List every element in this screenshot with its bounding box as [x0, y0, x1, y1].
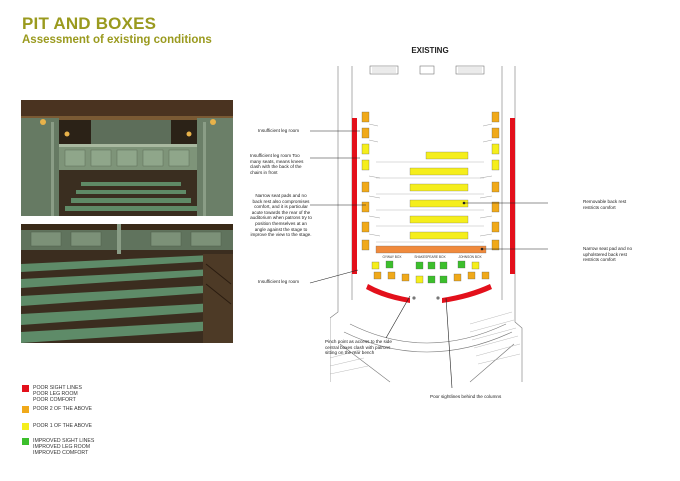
- legend-swatch-orange: [22, 406, 29, 413]
- legend-line: IMPROVED COMFORT: [33, 450, 89, 457]
- box-seats: [371, 260, 490, 284]
- legend-text-green: IMPROVED SIGHT LINES IMPROVED LEG ROOM I…: [33, 438, 94, 457]
- annotation-poor-sightlines: Poor sightlines behind the columns: [430, 394, 502, 399]
- legend-text-red: POOR SIGHT LINES POOR LEG ROOM POOR COMF…: [33, 385, 82, 404]
- box-label-johnson: JOHNSON BOX: [458, 255, 482, 259]
- annotation-pinch-point: Pinch point as access to the side centra…: [325, 339, 392, 356]
- columns: [412, 296, 440, 300]
- rear-bench-left: [366, 284, 410, 303]
- legend-line: POOR SIGHT LINES: [33, 385, 82, 391]
- diagram-title: EXISTING: [411, 46, 449, 55]
- rear-bench-right: [442, 284, 492, 303]
- annotation-insufficient-leg-room-top: Insufficient leg room: [258, 128, 300, 133]
- legend-line: POOR 1 OF THE ABOVE: [33, 423, 92, 429]
- legend-swatch-yellow: [22, 423, 29, 430]
- legend-line: POOR LEG ROOM: [33, 391, 78, 398]
- legend-swatch-red: [22, 385, 29, 392]
- legend-line: POOR COMFORT: [33, 397, 76, 404]
- seating-plan: GYWAY BOX SHAKESPEARE BOX JOHNSON BOX: [330, 65, 523, 383]
- seat-dividers: [368, 123, 493, 237]
- legend-line: POOR 2 OF THE ABOVE: [33, 406, 92, 412]
- hatched-areas: [330, 311, 521, 375]
- stairs: [372, 67, 482, 73]
- pit-benches: [409, 151, 469, 240]
- legend-swatch-green: [22, 438, 29, 445]
- left-side-bench: [352, 118, 357, 274]
- auditorium-photo-benches: [21, 224, 233, 343]
- box-label-shakespeare: SHAKESPEARE BOX: [414, 255, 446, 259]
- row-lines: [376, 161, 484, 243]
- page-subtitle: Assessment of existing conditions: [22, 34, 212, 46]
- annotation-narrow-seat-pads: Narrow seat pads and no back rest also c…: [250, 193, 312, 238]
- front-bench: [375, 245, 487, 254]
- right-side-bench: [510, 118, 515, 274]
- annotation-insufficient-leg-room-bottom: Insufficient leg room: [258, 279, 300, 284]
- annotation-removable-back-rest: Removable back rest restricts comfort: [583, 199, 627, 210]
- right-box-seats: [491, 111, 500, 251]
- annotation-narrow-seat-pad-right: Narrow seat pad and no upholstered back …: [583, 246, 633, 263]
- left-box-seats: [361, 111, 370, 251]
- legend-text-yellow: POOR 1 OF THE ABOVE: [33, 423, 92, 429]
- page-title: PIT AND BOXES: [22, 14, 157, 33]
- box-label-gyway: GYWAY BOX: [382, 255, 402, 259]
- annotation-too-many-seats: Insufficient leg room Too many seats, me…: [250, 153, 304, 175]
- legend-line: IMPROVED SIGHT LINES: [33, 438, 95, 444]
- legend-text-orange: POOR 2 OF THE ABOVE: [33, 406, 92, 412]
- legend-line: IMPROVED LEG ROOM: [33, 444, 91, 451]
- auditorium-photo-boxes: [21, 100, 233, 216]
